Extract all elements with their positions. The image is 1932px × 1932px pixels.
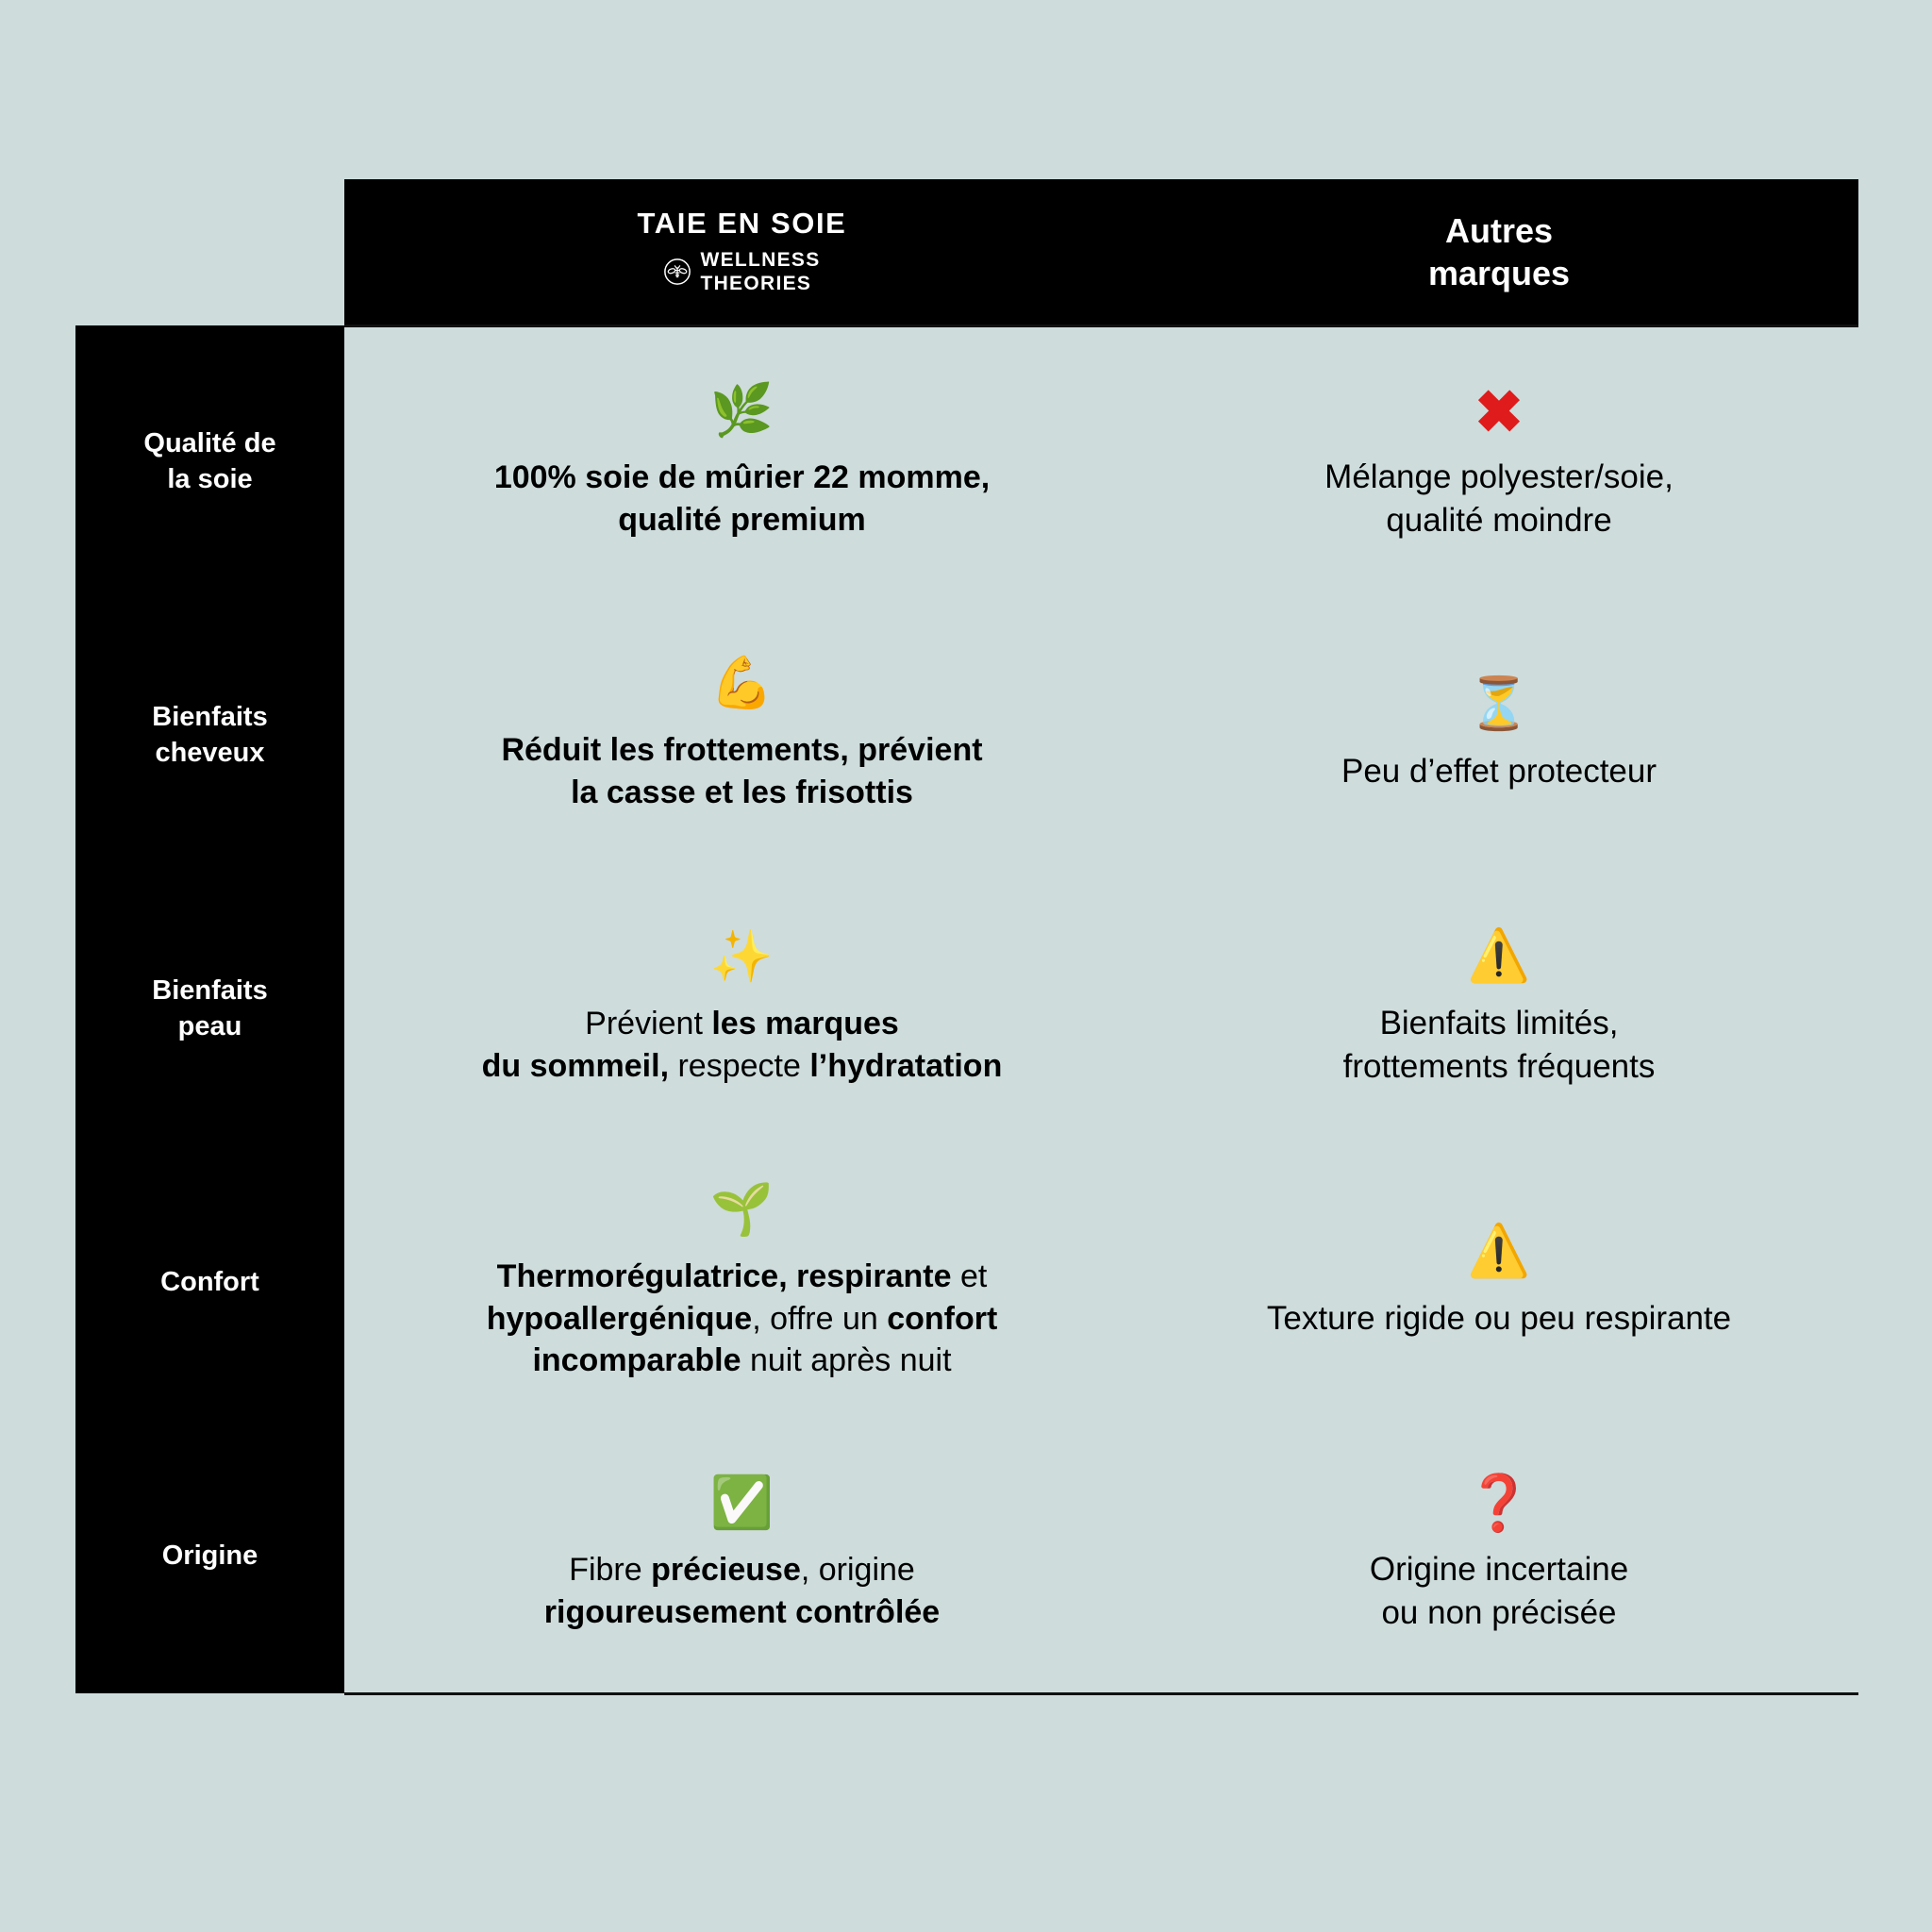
cell-others-1: ⏳ Peu d’effet protecteur: [1140, 599, 1858, 873]
herb-icon: 🌿: [709, 381, 774, 439]
question-mark-icon: ❓: [1464, 1473, 1534, 1535]
warning-icon: ⚠️: [1467, 1222, 1531, 1279]
table-row: Qualité de la soie 🌿 100% soie de mûrier 2…: [75, 324, 1858, 599]
flexed-biceps-icon: 💪: [709, 655, 774, 712]
hourglass-icon: ⏳: [1467, 675, 1531, 732]
cell-brand-text-3: Thermorégulatrice, respirante et hypoall…: [486, 1257, 998, 1379]
row-label-3: Confort: [75, 1146, 344, 1420]
check-mark-button-icon: ✅: [709, 1474, 774, 1532]
table-row: Confort 🌱 Thermorégulatrice, respirante et…: [75, 1146, 1858, 1420]
row-label-4: Origine: [75, 1420, 344, 1693]
warning-icon: ⚠️: [1467, 926, 1531, 984]
seedling-icon: 🌱: [709, 1180, 774, 1238]
brand-logo-line2: THEORIES: [700, 272, 812, 294]
cell-others-text-2: Bienfaits limités, frottements fréquents: [1342, 1004, 1656, 1085]
cell-brand-text-0: 100% soie de mûrier 22 momme, qualité pr…: [493, 458, 991, 538]
row-label-0: Qualité de la soie: [75, 325, 344, 599]
cell-brand-0: 🌿 100% soie de mûrier 22 momme, qualité p…: [344, 324, 1140, 599]
cell-others-3: ⚠️ Texture rigide ou peu respirante: [1140, 1146, 1858, 1420]
table-row: Bienfaits peau ✨ Prévient les marques du s…: [75, 873, 1858, 1146]
table-row: Origine ✅ Fibre précieuse, origine rigoure…: [75, 1420, 1858, 1695]
others-header-title: Autres marques: [1427, 210, 1571, 292]
brand-logo-line1: WELLNESS: [700, 248, 821, 271]
cell-brand-2: ✨ Prévient les marques du sommeil, respec…: [344, 873, 1140, 1146]
cell-brand-4: ✅ Fibre précieuse, origine rigoureusement…: [344, 1420, 1140, 1695]
cell-others-2: ⚠️ Bienfaits limités, frottements fréquen…: [1140, 873, 1858, 1146]
cross-mark-icon: ✖: [1474, 379, 1524, 445]
row-label-2: Bienfaits peau: [75, 873, 344, 1146]
header-corner-blank: [75, 179, 344, 325]
cell-others-text-1: Peu d’effet protecteur: [1341, 752, 1657, 790]
brand-title: TAIE EN SOIE: [637, 207, 847, 241]
cell-brand-3: 🌱 Thermorégulatrice, respirante et hypoal…: [344, 1146, 1140, 1420]
cell-brand-text-1: Réduit les frottements, prévient la cass…: [501, 732, 983, 810]
table-row: Bienfaits cheveux 💪 Réduit les frottements…: [75, 599, 1858, 873]
row-label-1: Bienfaits cheveux: [75, 599, 344, 873]
cell-brand-1: 💪 Réduit les frottements, prévient la cas…: [344, 599, 1140, 873]
cell-others-text-3: Texture rigide ou peu respirante: [1266, 1299, 1732, 1337]
cell-brand-text-2: Prévient les marques du sommeil, respect…: [481, 1006, 1003, 1084]
cell-others-text-0: Mélange polyester/soie, qualité moindre: [1324, 458, 1674, 539]
cell-others-4: ❓ Origine incertaine ou non précisée: [1140, 1420, 1858, 1695]
bee-circle-icon: [663, 258, 691, 286]
sparkles-icon: ✨: [709, 928, 774, 986]
header-cell-others: Autres marques: [1140, 179, 1858, 325]
cell-brand-text-4: Fibre précieuse, origine rigoureusement …: [543, 1552, 941, 1631]
cell-others-0: ✖ Mélange polyester/soie, qualité moindre: [1140, 324, 1858, 599]
cell-others-text-4: Origine incertaine ou non précisée: [1369, 1551, 1629, 1632]
